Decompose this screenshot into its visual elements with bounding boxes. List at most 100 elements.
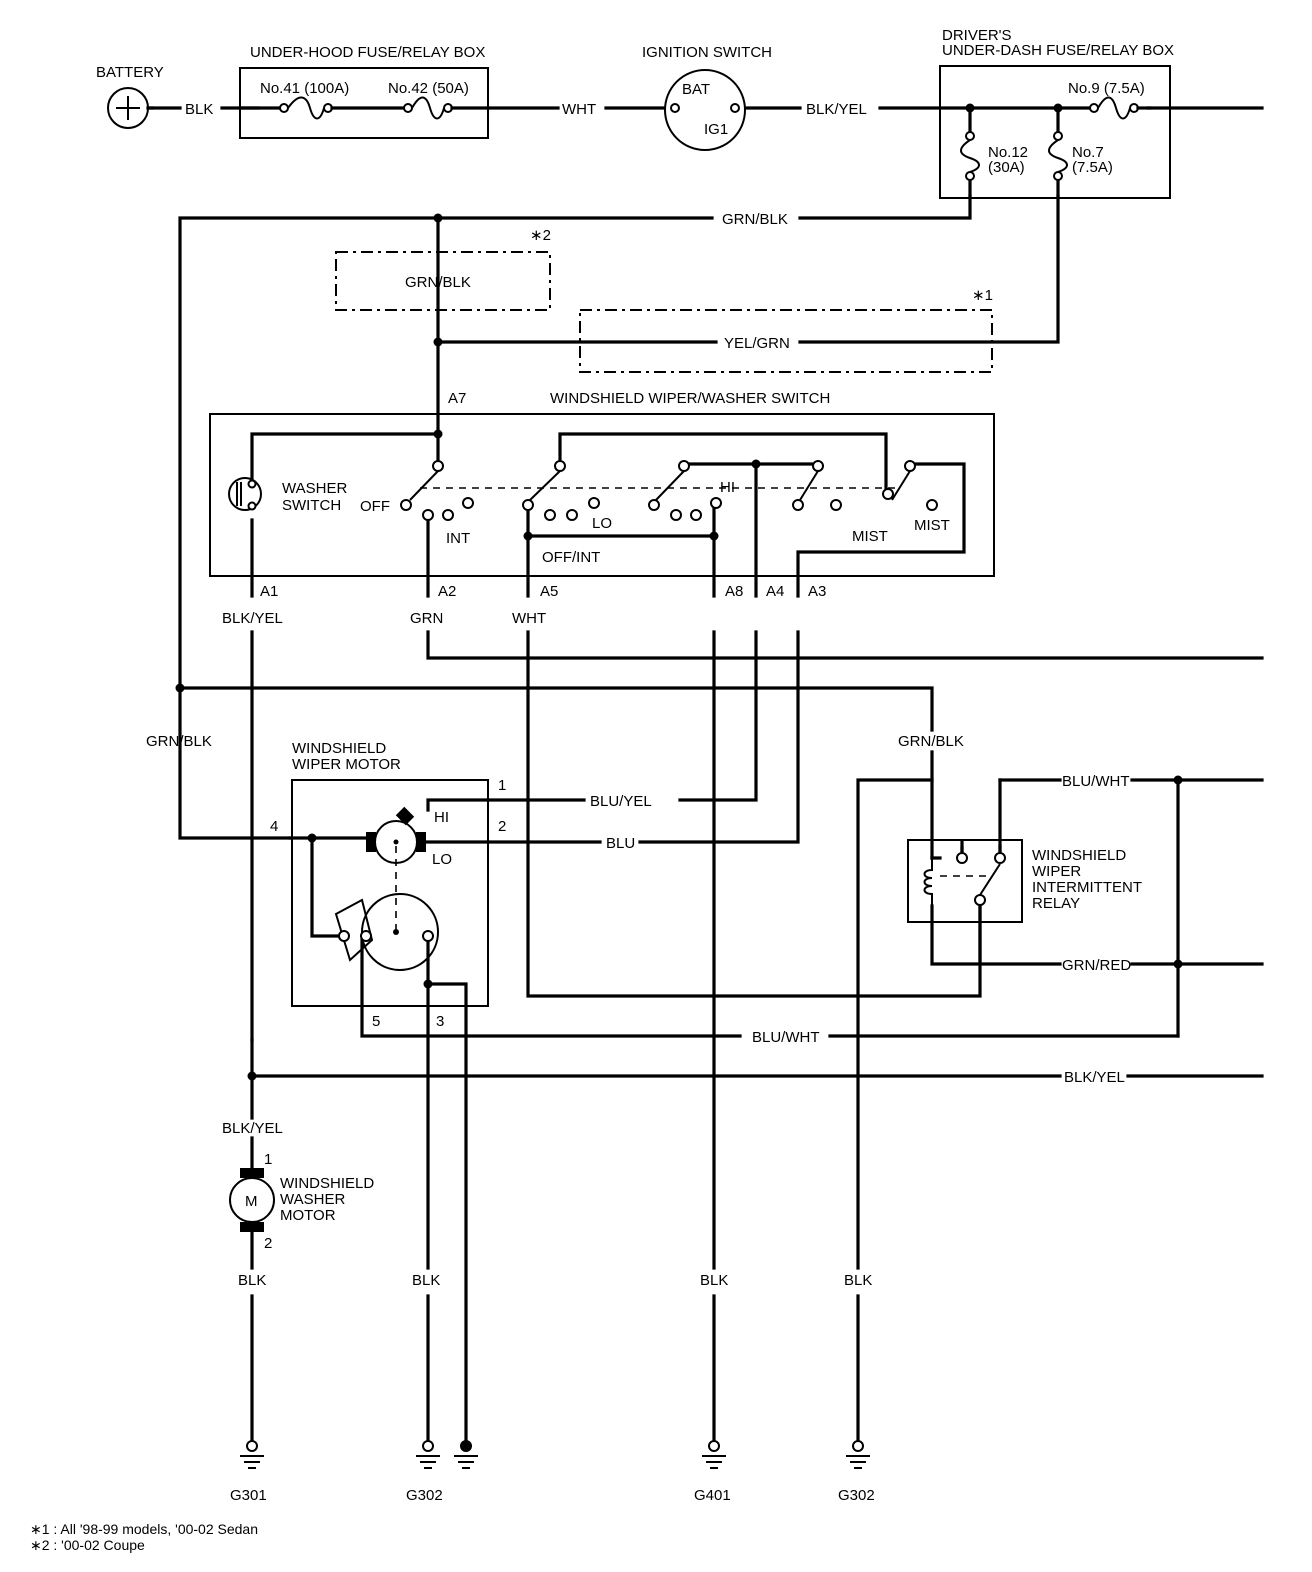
fuse-9-label: No.9 (7.5A) [1068, 80, 1145, 97]
wire-label-blk-g301: BLK [238, 1272, 266, 1289]
switch-pos-off: OFF [360, 498, 390, 515]
switch-pos-lo: LO [592, 515, 612, 532]
motor-pin-5: 5 [372, 1013, 380, 1030]
pin-a1: A1 [260, 583, 278, 600]
fuse-12-label-a: No.12 [988, 144, 1028, 161]
wire-label-wht: WHT [562, 101, 596, 118]
ground-g302-b: G302 [838, 1487, 875, 1504]
wire-label-blu-wht-relay: BLU/WHT [1062, 773, 1130, 790]
battery-symbol [107, 87, 154, 129]
ground-icon [702, 1440, 726, 1469]
ground-g401: G401 [694, 1487, 731, 1504]
under-dash-fuse-box [939, 65, 1171, 199]
under-hood-fuse-box [239, 67, 489, 139]
motor-hi-label: HI [434, 809, 449, 826]
option-box-sedan [579, 309, 993, 373]
fuse-41-label: No.41 (100A) [260, 80, 349, 97]
washer-switch-label-2: SWITCH [282, 497, 341, 514]
washer-motor-icon [229, 1168, 275, 1232]
wire-label-blk-g302a: BLK [412, 1272, 440, 1289]
fuse-icon [960, 96, 1152, 181]
wire-label-grn-red: GRN/RED [1062, 957, 1131, 974]
wire-label-blu-wht-bottom: BLU/WHT [752, 1029, 820, 1046]
ground-g301: G301 [230, 1487, 267, 1504]
washer-switch-label-1: WASHER [282, 480, 347, 497]
fuse-12-label-b: (30A) [988, 159, 1025, 176]
wire-label-grn-blk-relay: GRN/BLK [898, 733, 964, 750]
motor-pin-3: 3 [436, 1013, 444, 1030]
marker-star2: ∗2 [530, 227, 551, 244]
pin-a3: A3 [808, 583, 826, 600]
wiper-washer-switch-label: WINDSHIELD WIPER/WASHER SWITCH [550, 390, 830, 407]
motor-pin-2: 2 [498, 818, 506, 835]
under-hood-fuse-box-label: UNDER-HOOD FUSE/RELAY BOX [250, 44, 485, 61]
ground-icon [240, 1440, 264, 1469]
pin-a5: A5 [540, 583, 558, 600]
wire-label-blk-yel-bottom: BLK/YEL [1064, 1069, 1125, 1086]
wire-label-a2: GRN [410, 610, 443, 627]
wire-label-blu: BLU [606, 835, 635, 852]
wire-label-grn-blk-left: GRN/BLK [146, 733, 212, 750]
washer-motor-m: M [245, 1193, 258, 1210]
pin-a7: A7 [448, 390, 466, 407]
switch-contacts [400, 460, 938, 521]
relay-label-2: WIPER [1032, 863, 1081, 880]
wire-label-blk-yel: BLK/YEL [806, 101, 867, 118]
junction-dots [175, 103, 1183, 1081]
motor-pin-1: 1 [498, 777, 506, 794]
wiper-intermittent-relay [907, 839, 1023, 923]
wire-label-yel-grn: YEL/GRN [724, 335, 790, 352]
relay-coil-icon [923, 852, 1006, 906]
ignition-switch-label: IGNITION SWITCH [642, 44, 772, 61]
wire-label-blk-g302b: BLK [844, 1272, 872, 1289]
ignition-switch [664, 69, 746, 151]
wiper-motor-label-2: WIPER MOTOR [292, 756, 401, 773]
pin-a4: A4 [766, 583, 784, 600]
pin-a2: A2 [438, 583, 456, 600]
switch-pos-int: INT [446, 530, 470, 547]
switch-pos-mist-1: MIST [852, 528, 888, 545]
switch-pos-hi: HI [720, 479, 735, 496]
motor-lo-label: LO [432, 851, 452, 868]
marker-star1: ∗1 [972, 287, 993, 304]
wiper-washer-switch [209, 413, 995, 577]
footnote-2: ∗2 : '00-02 Coupe [30, 1537, 145, 1553]
wire-label-a5: WHT [512, 610, 546, 627]
terminal-icon [670, 103, 680, 113]
wire-label-blu-yel: BLU/YEL [590, 793, 652, 810]
wires [148, 106, 1264, 1442]
fuse-icon [238, 96, 490, 120]
wire-label-grn-blk-top: GRN/BLK [722, 211, 788, 228]
wire-label-blk: BLK [185, 101, 213, 118]
relay-label-3: INTERMITTENT [1032, 879, 1142, 896]
wiper-motor-icon [334, 806, 439, 971]
motor-pin-4: 4 [270, 818, 278, 835]
washer-motor-pin-1: 1 [264, 1151, 272, 1168]
fuse-7-label-b: (7.5A) [1072, 159, 1113, 176]
fuse-42-label: No.42 (50A) [388, 80, 469, 97]
switch-pos-mist-2: MIST [914, 517, 950, 534]
washer-motor-label-1: WINDSHIELD [280, 1175, 374, 1192]
wire-label-a1: BLK/YEL [222, 610, 283, 627]
wire-label-blk-yel-washer: BLK/YEL [222, 1120, 283, 1137]
ignition-bat-label: BAT [682, 81, 710, 98]
switch-pos-off-int: OFF/INT [542, 549, 600, 566]
under-dash-box-label-2: UNDER-DASH FUSE/RELAY BOX [942, 42, 1174, 59]
terminal-icon [730, 103, 740, 113]
battery-label: BATTERY [96, 64, 164, 81]
ground-g302-a: G302 [406, 1487, 443, 1504]
wiper-motor-label-1: WINDSHIELD [292, 740, 386, 757]
wire-label-grn-blk-coupe: GRN/BLK [405, 274, 471, 291]
washer-motor-pin-2: 2 [264, 1235, 272, 1252]
option-box-coupe [335, 251, 551, 311]
pin-a8: A8 [725, 583, 743, 600]
ground-icon [416, 1440, 478, 1469]
washer-switch-icon [228, 477, 262, 511]
relay-label-1: WINDSHIELD [1032, 847, 1126, 864]
ground-icon [846, 1440, 870, 1469]
fuse-7-label-a: No.7 [1072, 144, 1104, 161]
washer-motor-label-3: MOTOR [280, 1207, 336, 1224]
ignition-ig1-label: IG1 [704, 121, 728, 138]
wiper-motor [291, 779, 489, 1007]
